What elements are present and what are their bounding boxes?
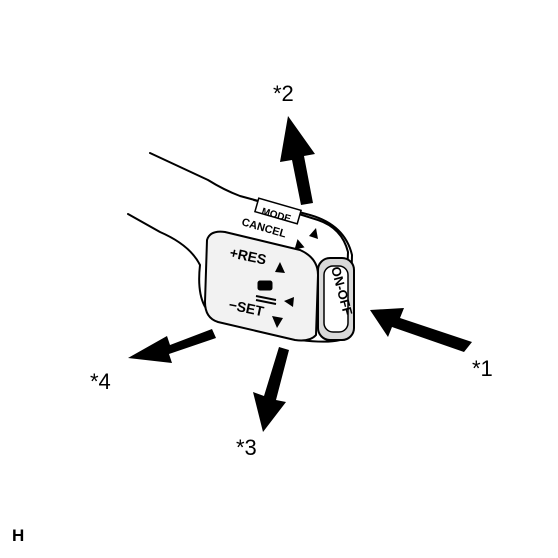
corner-label: H — [12, 526, 24, 545]
arrow-down-icon — [253, 347, 289, 432]
arrow-lower-left-icon — [128, 329, 216, 363]
callout-3: *3 — [236, 435, 257, 460]
res-label: +RES — [228, 244, 267, 267]
arrow-left-icon — [370, 308, 472, 352]
mode-arrow-icon — [309, 228, 318, 239]
set-label: −SET — [227, 296, 265, 319]
res-up-arrow-icon — [275, 262, 285, 273]
arrow-up-icon — [280, 116, 315, 205]
direction-arrows — [128, 116, 472, 432]
distance-arrow-icon — [284, 297, 294, 307]
callout-2: *2 — [273, 81, 294, 106]
callout-4: *4 — [90, 369, 111, 394]
cancel-arrow-icon — [294, 239, 305, 250]
callout-1: *1 — [472, 356, 493, 381]
on-off-button: ON-OFF — [317, 257, 356, 341]
set-down-arrow-icon — [272, 316, 283, 328]
vehicle-distance-icon — [255, 280, 277, 305]
